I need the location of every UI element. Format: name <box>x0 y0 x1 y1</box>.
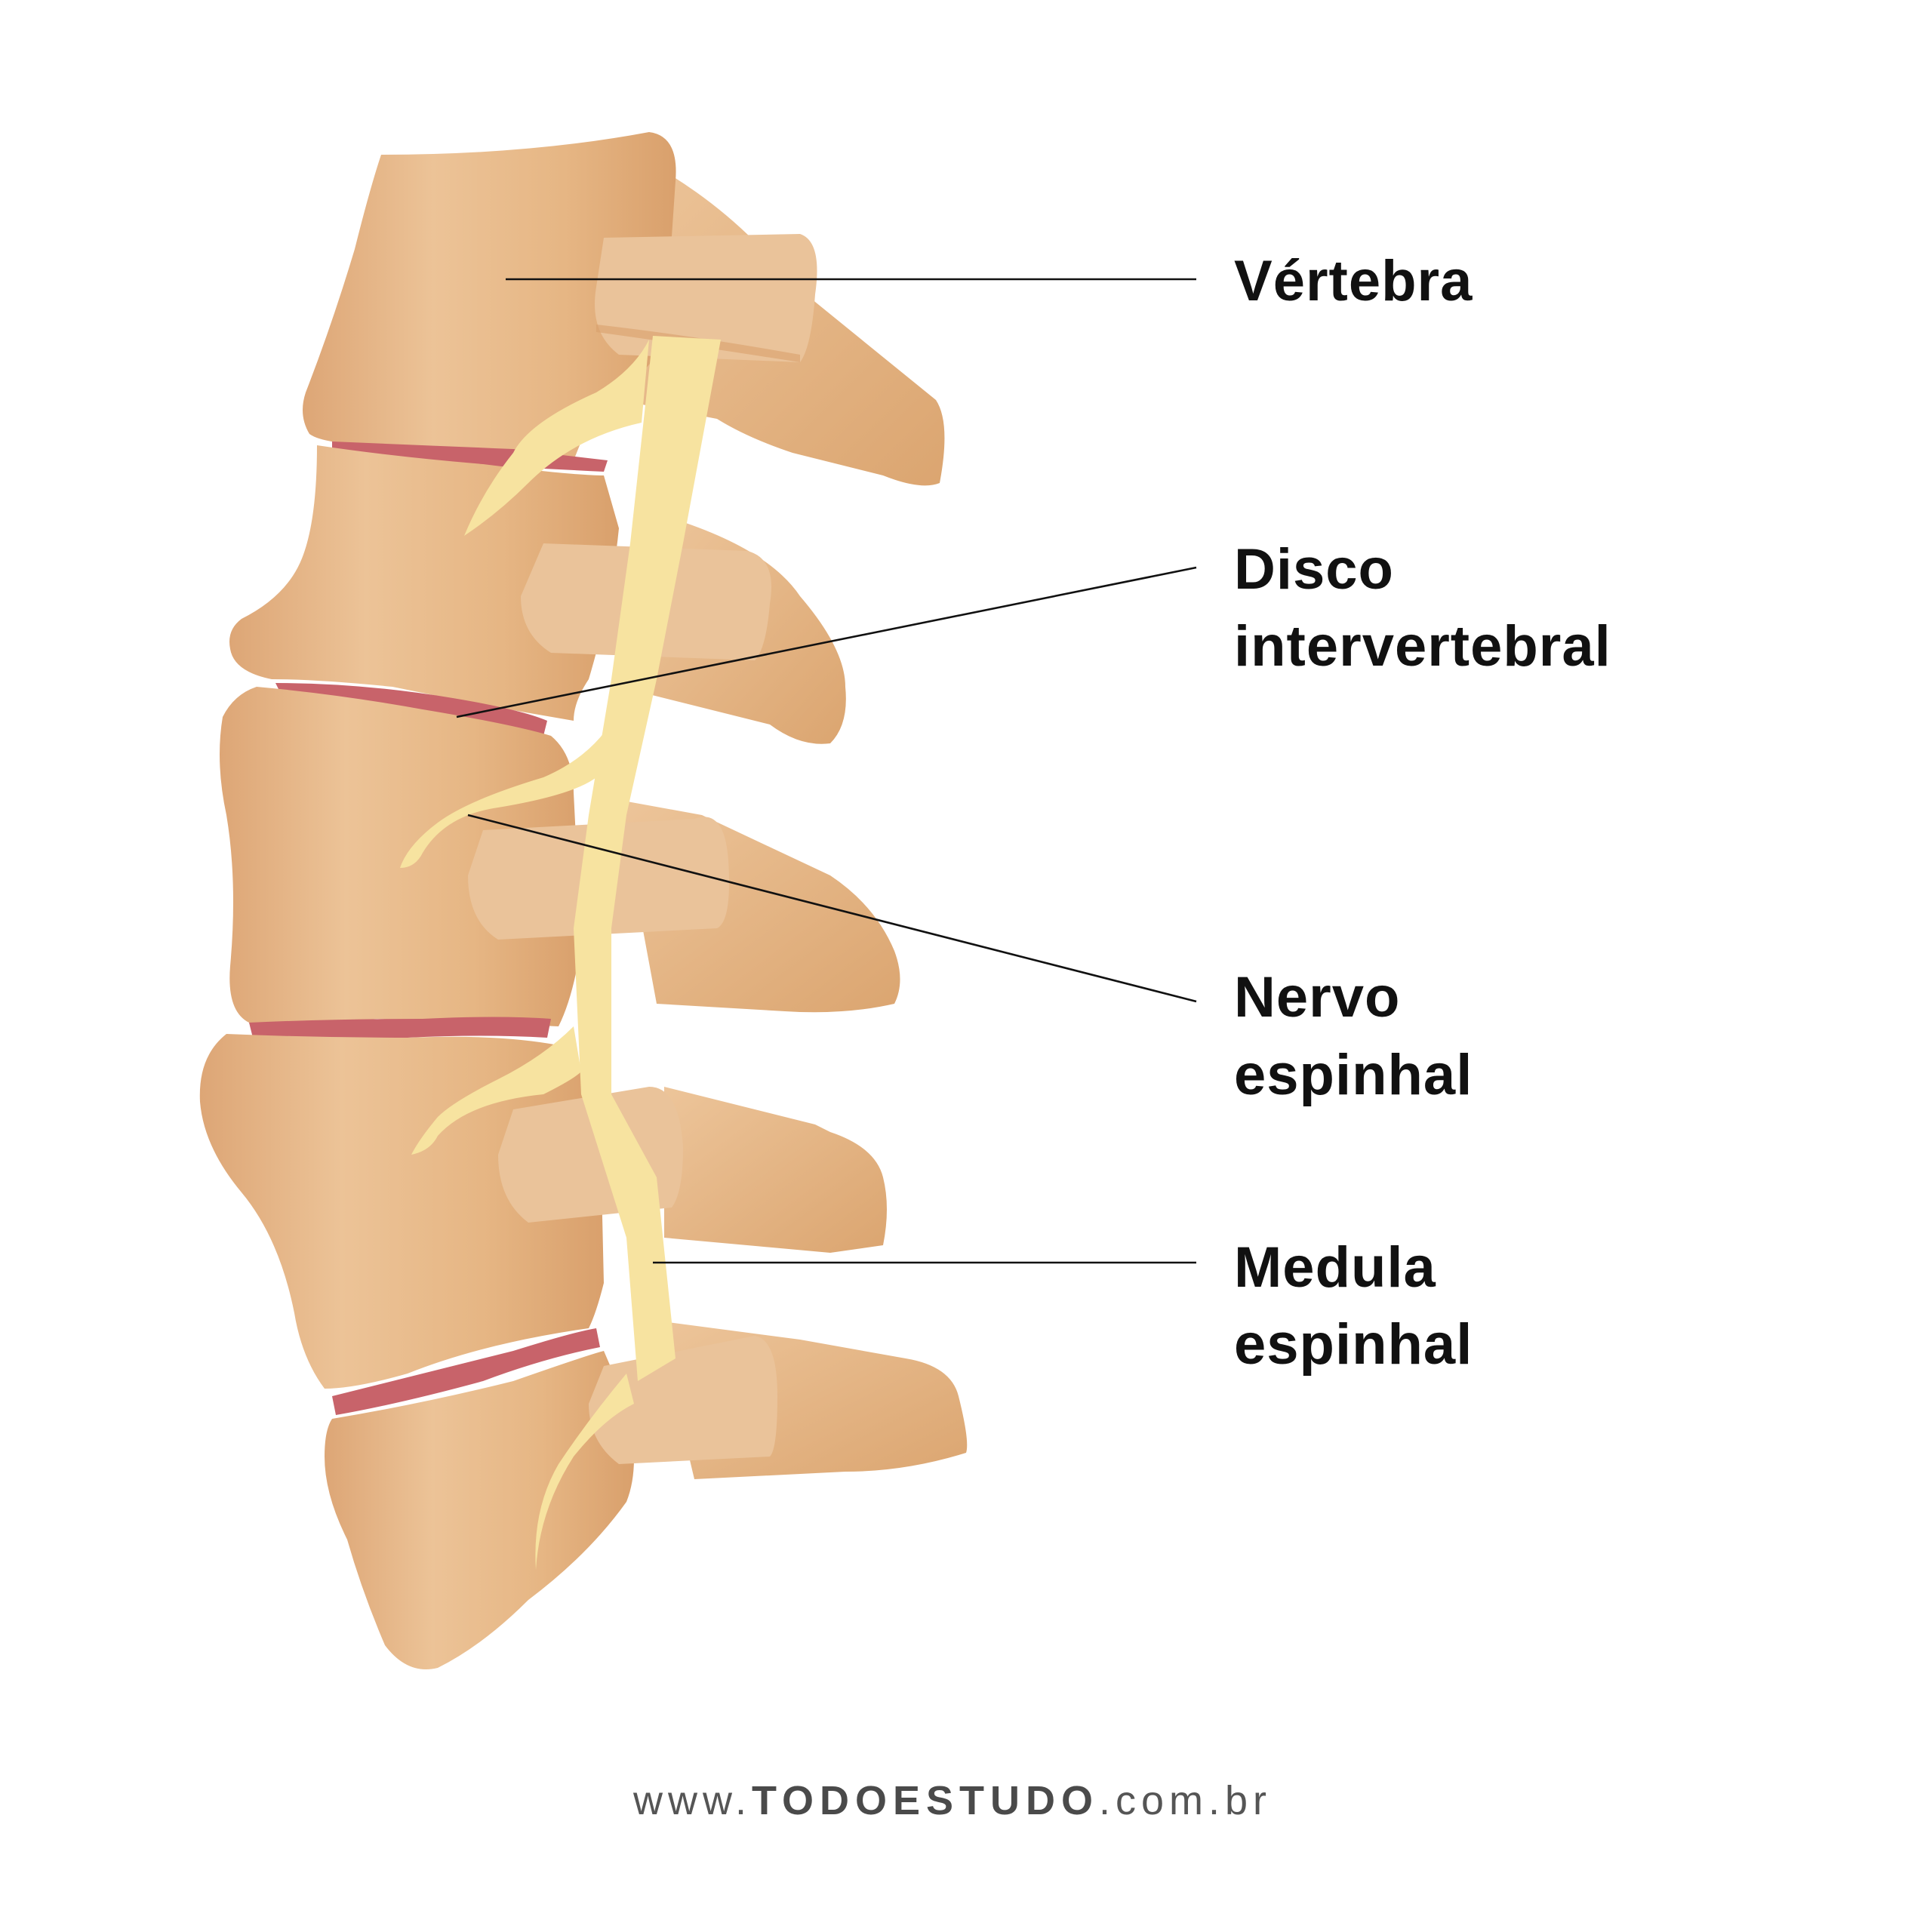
vertebra-5 <box>325 1321 968 1669</box>
vertebra-2 <box>229 445 846 744</box>
leader-line-nervo <box>467 814 1197 1003</box>
footer-brand: TODOESTUDO <box>751 1778 1099 1823</box>
vertebra-1 <box>303 132 945 486</box>
footer-prefix: www. <box>632 1778 752 1823</box>
label-nervo-line2: espinhal <box>1234 1043 1473 1107</box>
disc-4 <box>332 1328 600 1415</box>
label-medula-line1: Medula <box>1234 1235 1436 1300</box>
disc-3 <box>249 1017 551 1040</box>
label-disco-line2: intervertebral <box>1234 614 1611 678</box>
label-nervo-line1: Nervo <box>1234 965 1400 1029</box>
label-medula-line2: espinhal <box>1234 1312 1473 1377</box>
label-disco-line1: Disco <box>1234 537 1394 601</box>
leader-line-disco <box>456 566 1197 718</box>
footer-suffix: .com.br <box>1099 1778 1273 1823</box>
spinal-cord <box>400 336 721 1570</box>
label-vertebra: Vértebra <box>1234 249 1473 313</box>
footer-url[interactable]: www.TODOESTUDO.com.br <box>0 1777 1905 1824</box>
